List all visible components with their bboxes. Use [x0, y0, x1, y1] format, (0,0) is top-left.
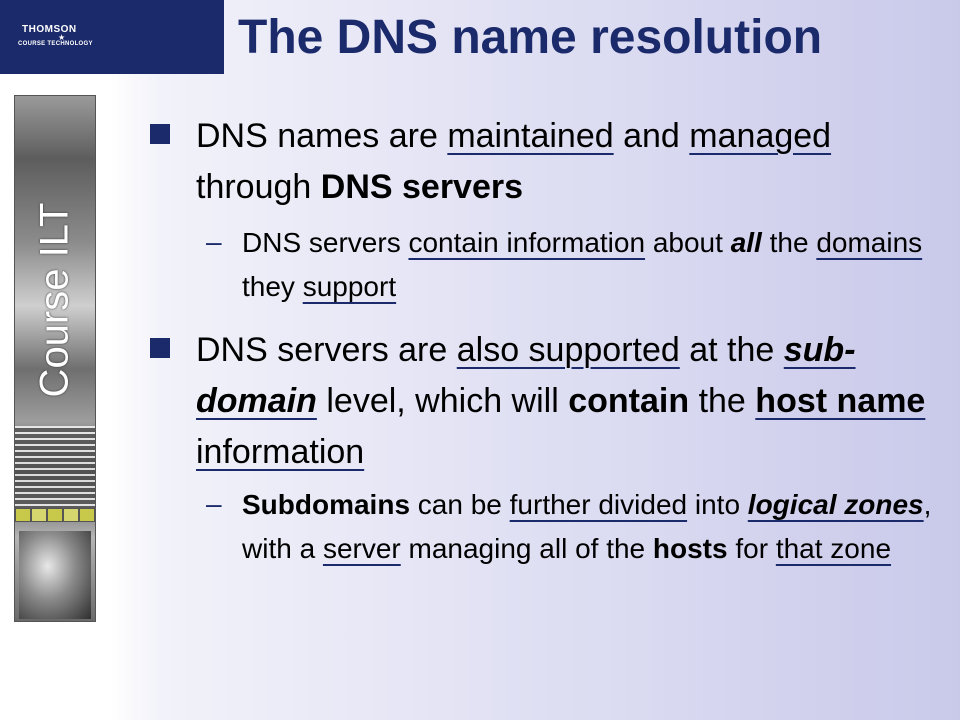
- sub-bullet-1: DNS servers contain information about al…: [242, 227, 923, 302]
- sub-bullet-2: Subdomains can be further divided into l…: [242, 489, 932, 564]
- bullet-square-icon: [150, 124, 170, 144]
- strip-barcode-lines: [15, 426, 95, 516]
- strip-squares: [15, 508, 95, 522]
- bullet-square-icon: [150, 338, 170, 358]
- strip-photo: [19, 531, 91, 619]
- logo-line-2: COURSE TECHNOLOGY: [18, 41, 93, 47]
- decorative-strip: [14, 95, 96, 622]
- publisher-logo: THOMSON ★ COURSE TECHNOLOGY: [0, 0, 224, 74]
- logo-star-icon: ★: [58, 33, 66, 42]
- course-label: Course ILT: [32, 202, 77, 398]
- bullet-2: DNS servers are also supported at the su…: [196, 331, 926, 471]
- dash-icon: –: [206, 226, 222, 257]
- logo-line-1: THOMSON: [22, 24, 77, 35]
- slide-title: The DNS name resolution: [238, 11, 823, 64]
- dash-icon: –: [206, 488, 222, 519]
- bullet-1: DNS names are maintained and managed thr…: [196, 117, 832, 206]
